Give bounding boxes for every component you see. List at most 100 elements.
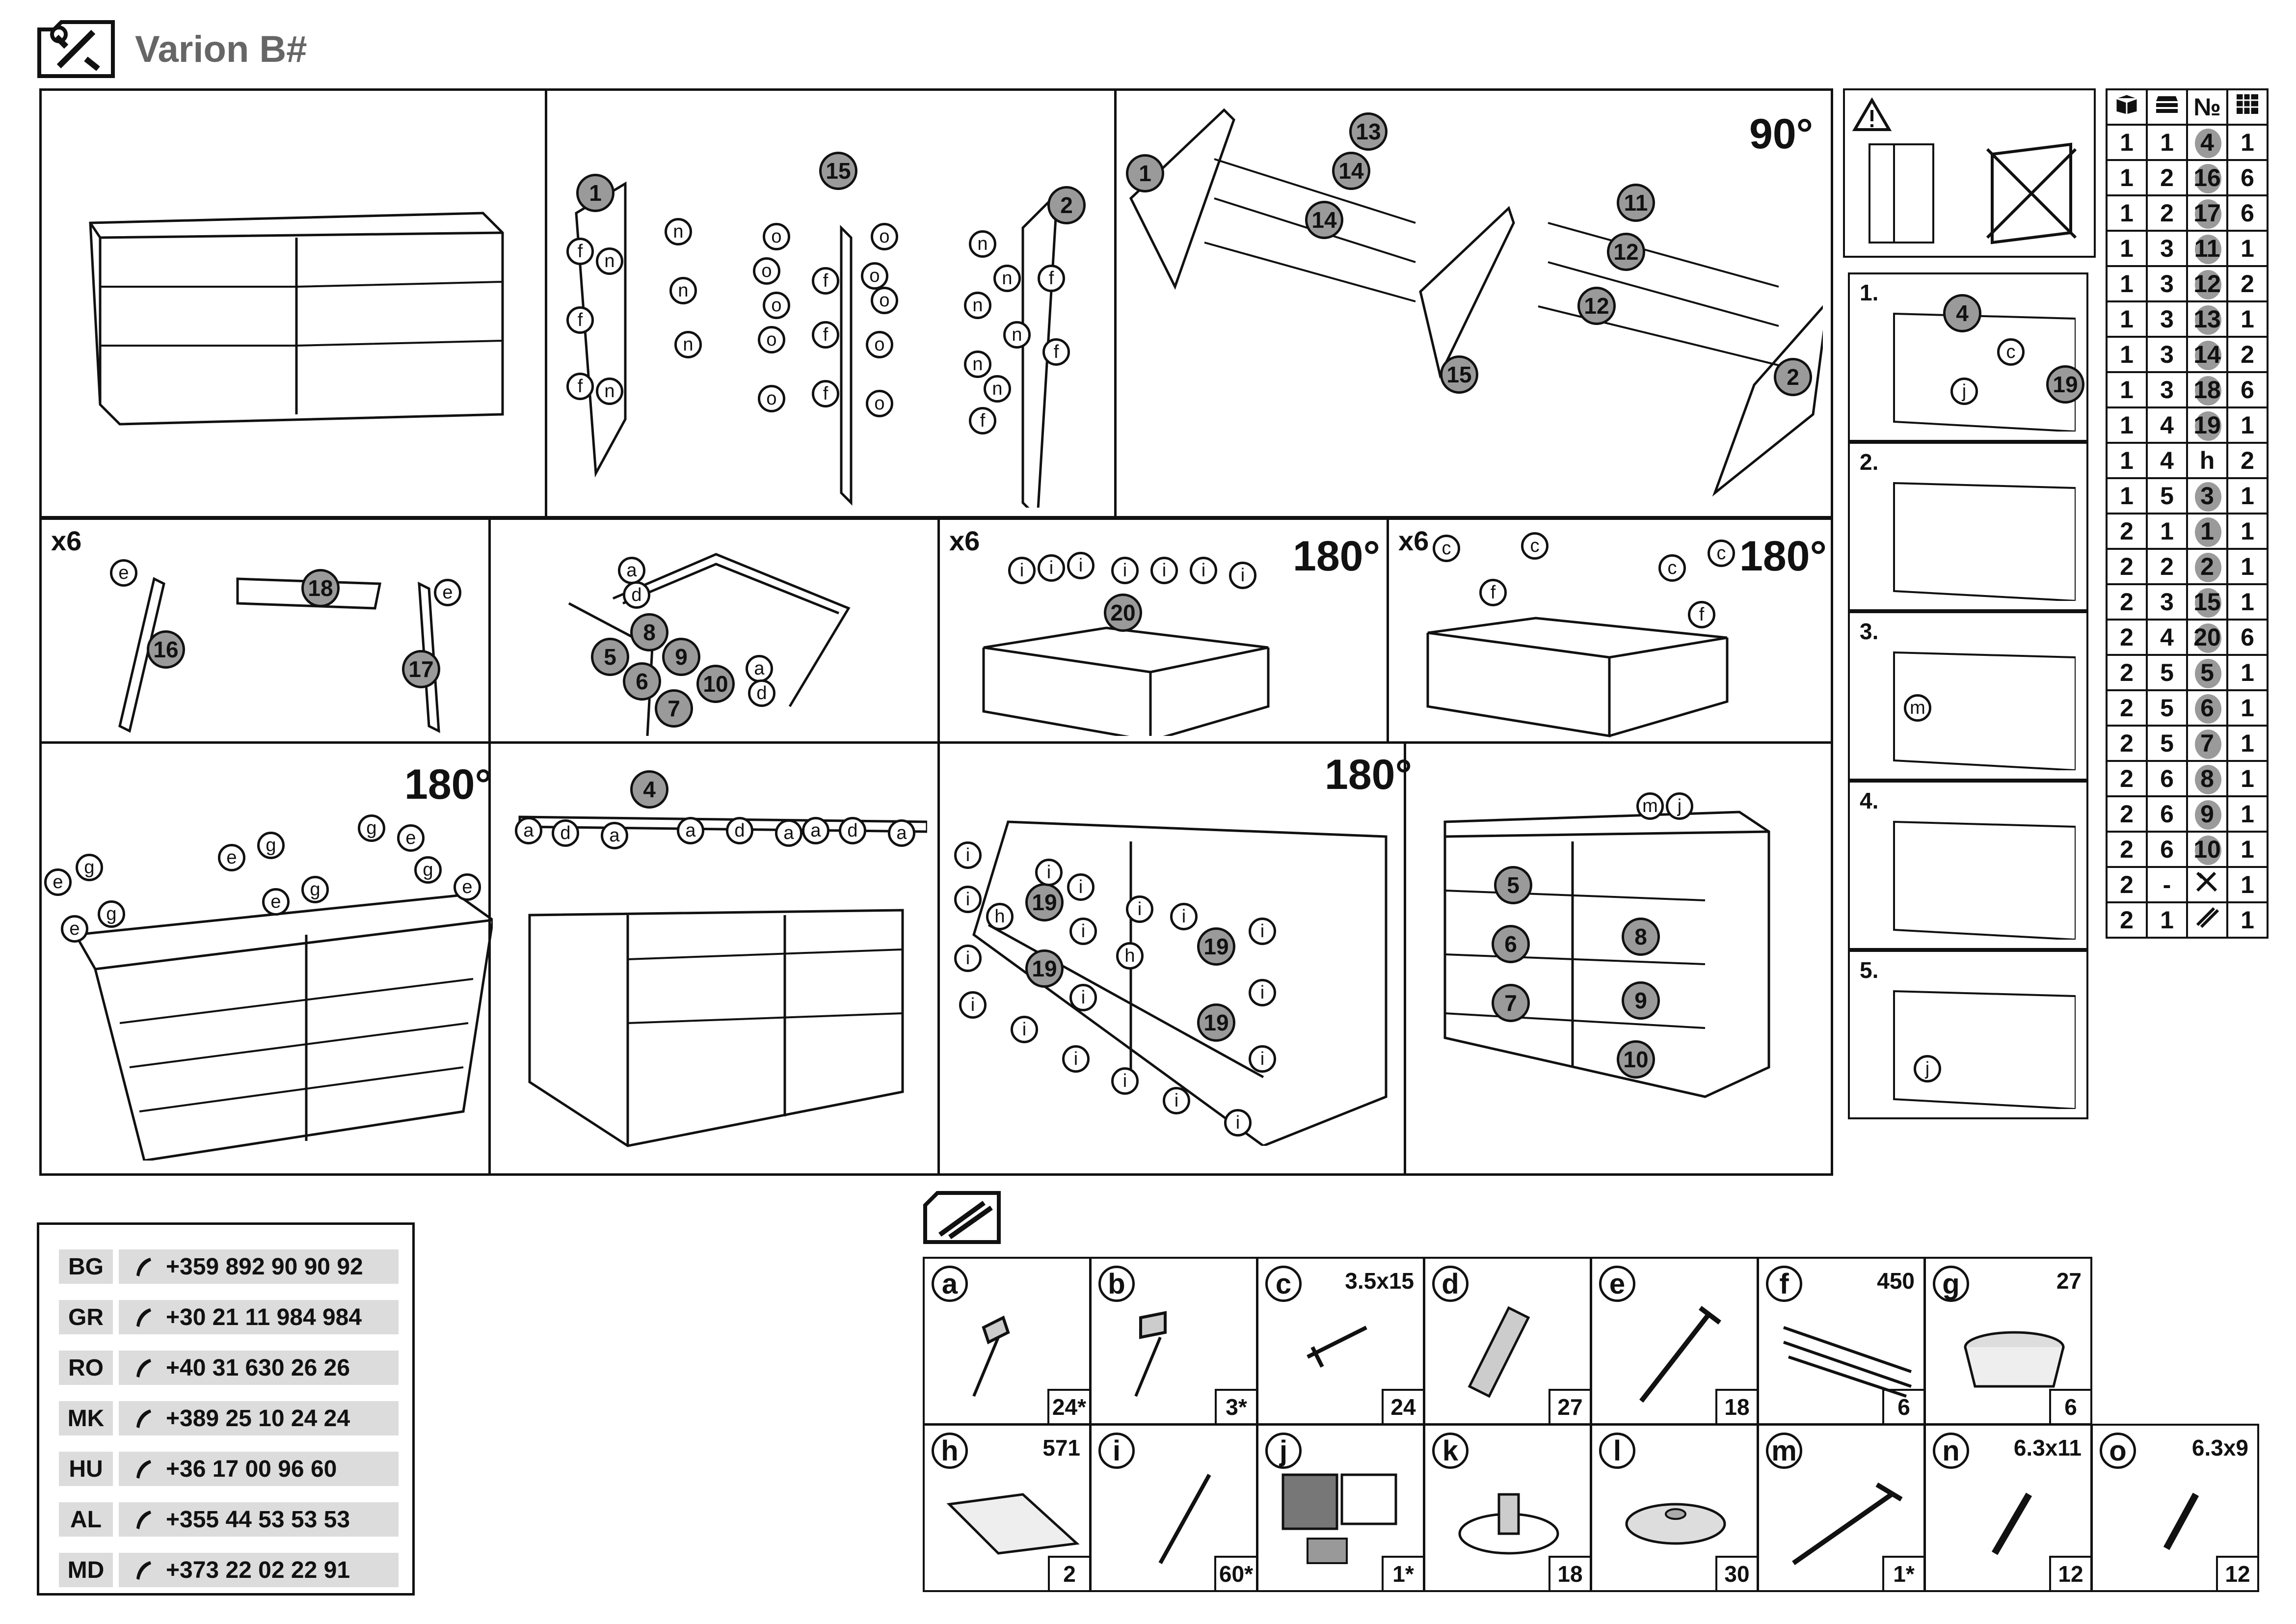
parts-table-cell: 4 <box>2146 619 2188 656</box>
top-panel-drawing <box>518 815 927 1147</box>
hw-bubble: m <box>1636 792 1664 820</box>
phone-number[interactable]: +355 44 53 53 53 <box>166 1506 350 1533</box>
hw-bubble: i <box>959 991 987 1019</box>
hw-bubble: i <box>1038 554 1065 582</box>
parts-table-cell: 1 <box>2226 654 2269 691</box>
carcass-feet-drawing <box>73 894 493 1161</box>
hardware-j-icon <box>1281 1473 1397 1564</box>
part-bubble: 9 <box>662 638 700 676</box>
parts-table-cell: 1 <box>2146 513 2188 550</box>
hardware-qty: 12 <box>2216 1556 2257 1590</box>
hw-bubble: f <box>812 267 839 295</box>
hw-bubble: i <box>954 886 982 913</box>
rotate-180-label: 180° <box>404 761 492 808</box>
parts-table-cell: 1 <box>2186 513 2228 550</box>
hw-bubble: i <box>1170 903 1198 930</box>
hw-bubble: i <box>1067 873 1095 901</box>
hardware-m-icon <box>1792 1482 1903 1566</box>
part-bubble: 12 <box>1607 233 1645 271</box>
hw-bubble: i <box>1163 1087 1190 1114</box>
rotate-180-label: 180° <box>1293 533 1380 580</box>
part-bubble: 2 <box>1774 358 1812 396</box>
part-number: 17 <box>2193 199 2221 227</box>
parts-table-cell: 3 <box>2146 583 2188 621</box>
hw-bubble: a <box>515 817 542 844</box>
country-code: GR <box>59 1300 113 1334</box>
hw-bubble: f <box>566 306 594 334</box>
hardware-d-icon <box>1468 1306 1530 1398</box>
phone-icon <box>136 1359 151 1378</box>
phone-number[interactable]: +359 892 90 90 92 <box>166 1253 363 1280</box>
parts-table-cell: 1 <box>2106 159 2148 196</box>
hardware-letter: j <box>1265 1433 1302 1469</box>
parts-table-cell: 15 <box>2186 583 2228 621</box>
hinge-drawing <box>1893 820 2076 940</box>
parts-table-cell: 2 <box>2106 513 2148 550</box>
parts-table-cell: 13 <box>2186 300 2228 338</box>
hw-bubble: i <box>1224 1109 1252 1137</box>
part-bubble: 8 <box>1622 918 1660 956</box>
parts-table-cell: 3 <box>2146 300 2188 338</box>
hw-bubble: g <box>257 832 285 859</box>
parts-table-cell: 2 <box>2106 654 2148 691</box>
hardware-qty: 3* <box>1215 1389 1256 1423</box>
phone-number[interactable]: +36 17 00 96 60 <box>166 1456 337 1482</box>
parts-table-cell: 17 <box>2186 194 2228 232</box>
parts-table-cell: 2 <box>2106 795 2148 833</box>
hw-bubble: o <box>866 331 893 358</box>
phone-number[interactable]: +40 31 630 26 26 <box>166 1354 350 1381</box>
hardware-letter: k <box>1432 1433 1468 1469</box>
grid-icon <box>2226 88 2269 126</box>
parts-table-cell: 20 <box>2186 619 2228 656</box>
hardware-e-icon <box>1639 1306 1721 1403</box>
hw-bubble: f <box>1038 265 1065 292</box>
hardware-letter: f <box>1766 1266 1802 1302</box>
parts-table-cell: 1 <box>2226 901 2269 939</box>
hardware-letter: c <box>1265 1266 1302 1302</box>
phone-number[interactable]: +389 25 10 24 24 <box>166 1405 350 1432</box>
part-number: 15 <box>2193 588 2221 616</box>
parts-table-cell: 4 <box>2146 442 2188 479</box>
parts-table-cell: 2 <box>2106 760 2148 797</box>
parts-table-cell: 1 <box>2226 513 2269 550</box>
hardware-qty: 24 <box>1382 1389 1423 1423</box>
parts-table-cell: 2 <box>2186 548 2228 585</box>
hardware-size: 6.3x9 <box>2191 1435 2248 1461</box>
part-bubble: 7 <box>1492 984 1530 1022</box>
phone-number-cell: +36 17 00 96 60 <box>119 1452 399 1486</box>
hw-bubble: e <box>454 873 481 901</box>
hw-bubble: i <box>1069 984 1097 1011</box>
part-number: 8 <box>2200 765 2214 792</box>
part-number: 11 <box>2194 235 2220 262</box>
part-bubble: 13 <box>1349 112 1388 151</box>
phone-number-cell: +355 44 53 53 53 <box>119 1502 399 1537</box>
hw-bubble: o <box>861 262 888 290</box>
parts-table-cell: 19 <box>2186 406 2228 444</box>
part-bubble: 6 <box>623 662 661 701</box>
parts-table-cell: 5 <box>2146 689 2188 727</box>
hw-bubble: o <box>753 257 780 285</box>
step-1: 1 15 2 f n n f n f n n o o o f o o o o f… <box>545 88 1117 518</box>
parts-table-cell: 2 <box>2226 442 2269 479</box>
hw-bubble: i <box>1249 979 1276 1006</box>
parts-table-cell: 1 <box>2226 548 2269 585</box>
part-number: 5 <box>2200 659 2214 686</box>
phone-row: HU+36 17 00 96 60 <box>59 1452 399 1486</box>
hardware-letter: d <box>1432 1266 1468 1302</box>
rotate-90-label: 90° <box>1749 110 1814 158</box>
frame-drawing <box>1129 108 1823 497</box>
pencils-icon <box>2186 901 2228 939</box>
hw-bubble: i <box>1111 557 1139 584</box>
hw-bubble: g <box>414 856 442 884</box>
phone-number[interactable]: +30 21 11 984 984 <box>166 1304 362 1330</box>
hw-bubble: o <box>763 292 790 319</box>
hardware-qty: 18 <box>1715 1389 1757 1423</box>
step-10: 5 6 7 8 9 10 m j <box>1404 741 1833 1176</box>
phone-number[interactable]: +373 22 02 22 91 <box>166 1557 350 1583</box>
hardware-qty: 2 <box>1048 1556 1089 1590</box>
hardware-size: 450 <box>1877 1268 1915 1294</box>
